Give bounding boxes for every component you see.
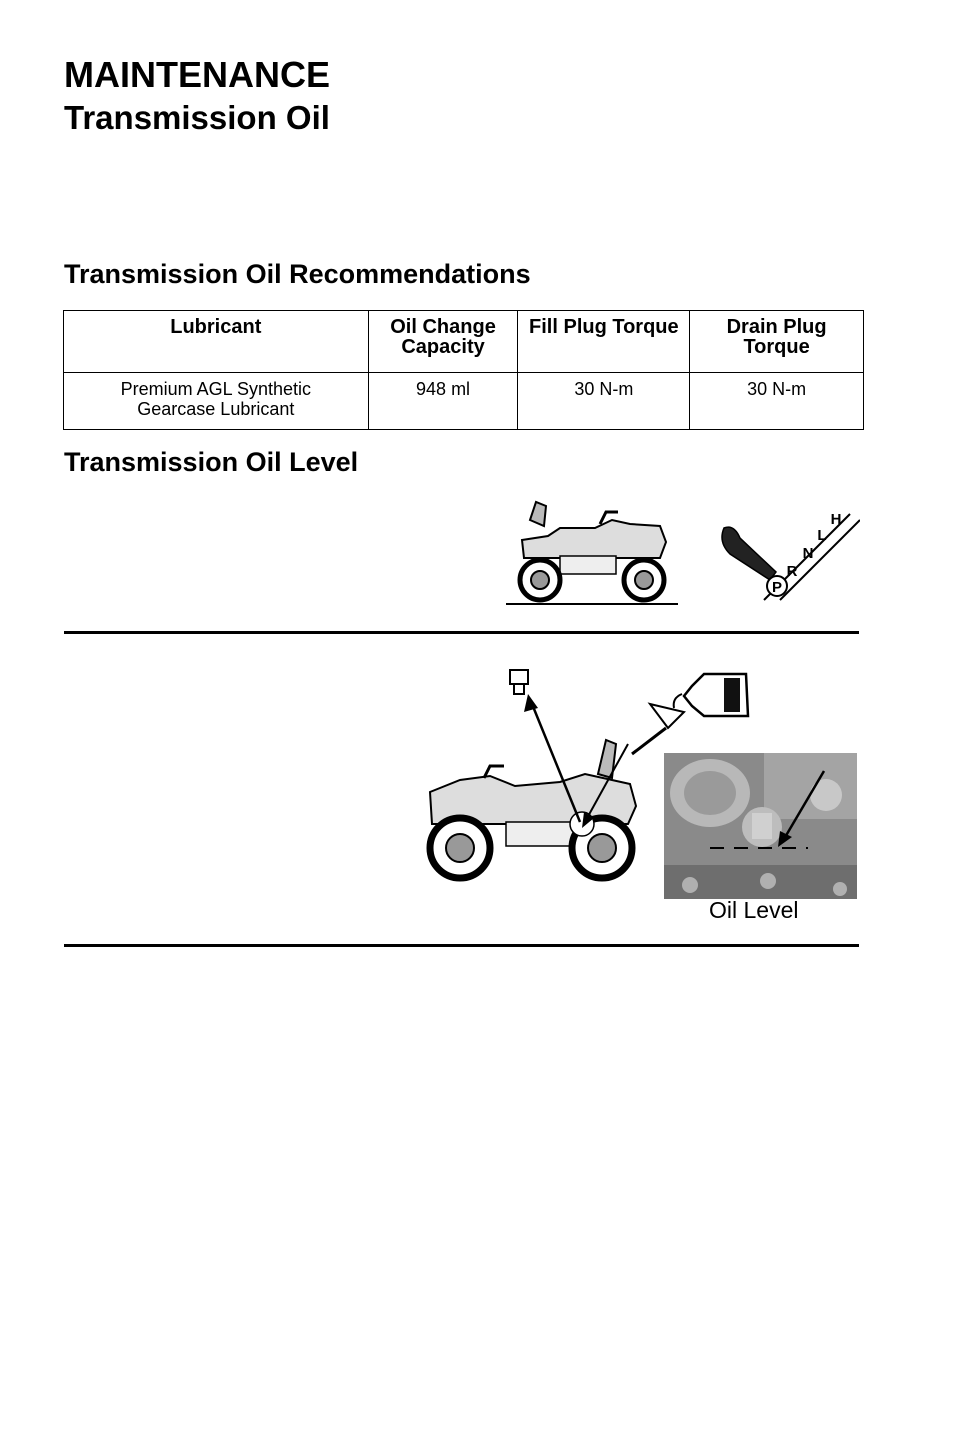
level-heading: Transmission Oil Level bbox=[64, 447, 359, 477]
column-header-fill-torque: Fill Plug Torque bbox=[517, 310, 691, 373]
cell-drain-torque: 30 N-m bbox=[689, 372, 864, 430]
shift-label-p: P bbox=[772, 579, 782, 596]
recommendations-table: Lubricant Oil Change Capacity Fill Plug … bbox=[63, 310, 864, 430]
shift-label-n: N bbox=[803, 545, 814, 562]
table-row: Premium AGL Synthetic Gearcase Lubricant… bbox=[63, 372, 864, 430]
cell-fill-torque: 30 N-m bbox=[517, 372, 691, 430]
table-header-row: Lubricant Oil Change Capacity Fill Plug … bbox=[63, 310, 864, 373]
oil-level-caption: Oil Level bbox=[709, 897, 799, 923]
column-header-capacity: Oil Change Capacity bbox=[367, 310, 519, 373]
section-divider bbox=[64, 631, 859, 634]
oil-bottle-funnel-icon bbox=[631, 672, 750, 756]
shift-lever-park-illustration: P R N L H bbox=[721, 511, 860, 601]
atv-level-ground-illustration bbox=[506, 500, 678, 605]
shift-label-r: R bbox=[787, 563, 798, 580]
column-header-drain-torque: Drain Plug Torque bbox=[689, 310, 864, 373]
shift-label-l: L bbox=[817, 527, 826, 544]
cell-capacity: 948 ml bbox=[367, 372, 519, 430]
atv-fill-plug-illustration bbox=[426, 669, 638, 882]
cell-lubricant: Premium AGL Synthetic Gearcase Lubricant bbox=[63, 372, 369, 430]
column-header-lubricant: Lubricant bbox=[63, 310, 369, 373]
section-divider bbox=[64, 944, 859, 947]
recommendations-heading: Transmission Oil Recommendations bbox=[64, 259, 531, 289]
oil-level-check-photo bbox=[664, 753, 857, 899]
section-title: MAINTENANCE bbox=[64, 54, 330, 95]
page-title: Transmission Oil bbox=[64, 99, 330, 136]
shift-label-h: H bbox=[831, 511, 842, 528]
